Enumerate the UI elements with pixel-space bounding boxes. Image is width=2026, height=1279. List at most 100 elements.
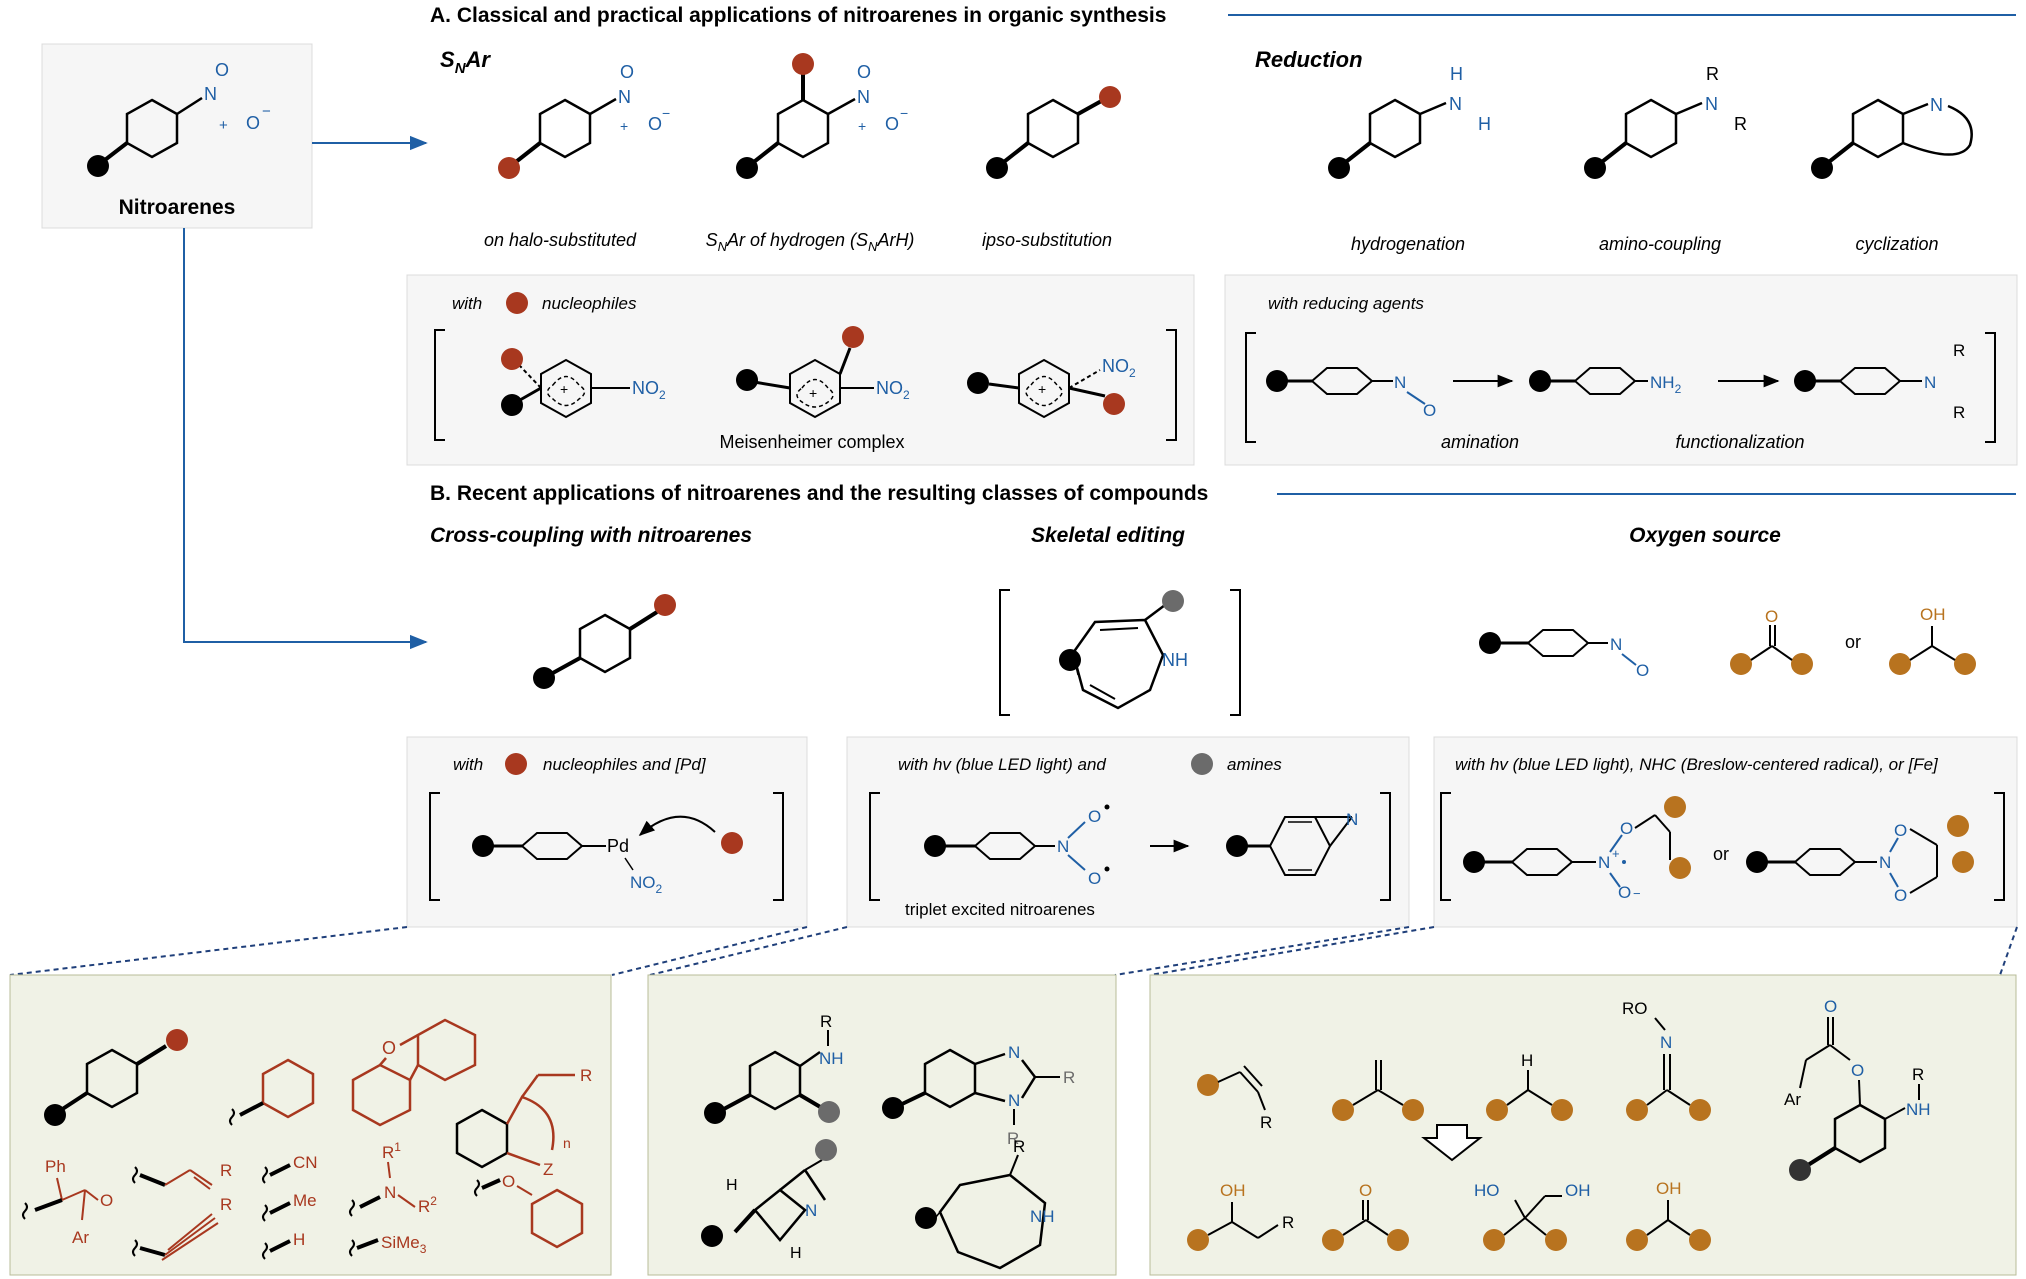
triplet-label: triplet excited nitroarenes — [905, 900, 1095, 919]
svg-text:N: N — [1057, 837, 1069, 856]
svg-text:with hv (blue LED light), NHC: with hv (blue LED light), NHC (Breslow-c… — [1455, 755, 1939, 774]
svg-text:Me: Me — [293, 1191, 317, 1210]
svg-text:+: + — [620, 118, 628, 134]
svg-text:NH: NH — [1030, 1207, 1055, 1226]
cross-coupling-box: with nucleophiles and [Pd] Pd NO2 — [406, 736, 808, 928]
svg-text:N: N — [1879, 853, 1891, 872]
svg-text:O: O — [502, 1172, 515, 1191]
oxygen-ketone: O — [1730, 607, 1813, 675]
svg-text:with: with — [453, 755, 483, 774]
snar-hydrogen-structure: N O O + − — [736, 53, 908, 179]
oxygen-nitroso: N O — [1479, 629, 1649, 680]
svg-text:+: + — [809, 385, 817, 401]
svg-text:H: H — [293, 1230, 305, 1249]
snar-heading: SNAr — [440, 47, 491, 77]
reduction-cyclization-structure: N — [1811, 95, 1973, 179]
caption-ipso: ipso-substitution — [982, 230, 1112, 250]
svg-text:O: O — [100, 1191, 113, 1210]
snar-box: with nucleophiles + NO2 + NO2 + NO2 — [406, 274, 1195, 466]
svg-text:N: N — [857, 87, 870, 107]
svg-text:OH: OH — [1656, 1179, 1682, 1198]
svg-text:R: R — [1953, 341, 1965, 360]
svg-text:Pd: Pd — [607, 836, 629, 856]
svg-text:O: O — [620, 62, 634, 82]
svg-text:functionalization: functionalization — [1675, 432, 1804, 452]
svg-text:OH: OH — [1565, 1181, 1591, 1200]
svg-text:−: − — [1633, 886, 1641, 901]
svg-text:CN: CN — [293, 1153, 318, 1172]
skeletal-box: with hv (blue LED light) and amines N O … — [846, 736, 1410, 928]
svg-text:R: R — [1912, 1065, 1924, 1084]
svg-text:NH: NH — [1162, 650, 1188, 670]
svg-text:O: O — [382, 1038, 396, 1058]
svg-text:N: N — [1394, 373, 1406, 392]
svg-text:R: R — [1953, 403, 1965, 422]
svg-text:O: O — [885, 114, 899, 134]
svg-text:H: H — [790, 1245, 802, 1262]
azepine-structure: NH — [999, 589, 1241, 716]
svg-text:H: H — [1450, 64, 1463, 84]
svg-text:R: R — [1013, 1137, 1025, 1156]
svg-text:nucleophiles and [Pd]: nucleophiles and [Pd] — [543, 755, 707, 774]
svg-text:O: O — [1894, 821, 1907, 840]
svg-text:with reducing agents: with reducing agents — [1268, 294, 1424, 313]
caption-halo: on halo-substituted — [484, 230, 637, 250]
svg-text:+: + — [1038, 381, 1046, 397]
svg-text:OH: OH — [1220, 1181, 1246, 1200]
svg-text:RO: RO — [1622, 999, 1648, 1018]
svg-text:O: O — [1851, 1061, 1864, 1080]
svg-text:R: R — [1734, 114, 1747, 134]
svg-text:R: R — [1706, 64, 1719, 84]
section-a-title: A. Classical and practical applications … — [430, 4, 1166, 27]
svg-text:+: + — [858, 118, 866, 134]
svg-text:R1: R1 — [382, 1140, 401, 1162]
svg-text:R: R — [1063, 1068, 1075, 1087]
oxygen-box: with hv (blue LED light), NHC (Breslow-c… — [1433, 736, 2018, 928]
svg-text:NH: NH — [819, 1049, 844, 1068]
snar-halo-structure: N O O + − — [498, 62, 670, 179]
svg-text:O: O — [1636, 661, 1649, 680]
svg-text:R: R — [1260, 1113, 1272, 1132]
svg-text:O: O — [1088, 869, 1101, 888]
svg-text:N: N — [1610, 635, 1622, 654]
oxygen-products-panel: R H RO N OH R — [1149, 974, 2017, 1276]
caption-hydrogenation: hydrogenation — [1351, 234, 1465, 254]
svg-text:N: N — [384, 1183, 396, 1202]
svg-text:H: H — [1521, 1051, 1533, 1070]
svg-text:N: N — [1924, 373, 1936, 392]
svg-text:N: N — [805, 1201, 817, 1220]
skeletal-heading: Skeletal editing — [1031, 524, 1185, 547]
svg-text:NO2: NO2 — [1102, 356, 1136, 380]
svg-text:O: O — [1088, 807, 1101, 826]
nitroarenes-label: Nitroarenes — [119, 196, 236, 219]
svg-text:H: H — [1478, 114, 1491, 134]
svg-text:O: O — [648, 114, 662, 134]
svg-text:N: N — [1346, 810, 1358, 829]
svg-text:O: O — [246, 113, 260, 133]
svg-text:N: N — [1449, 94, 1462, 114]
svg-text:N: N — [1008, 1043, 1020, 1062]
reduction-amino-structure: N R R — [1584, 64, 1747, 179]
svg-text:Ar: Ar — [72, 1228, 89, 1247]
svg-text:+: + — [1612, 846, 1620, 861]
caption-amino: amino-coupling — [1599, 234, 1721, 254]
arrow-to-section-b — [183, 228, 428, 650]
svg-text:amines: amines — [1227, 755, 1282, 774]
svg-text:O: O — [1894, 886, 1907, 905]
svg-text:R: R — [1007, 1129, 1019, 1148]
svg-text:O: O — [1423, 401, 1436, 420]
oxygen-or: or — [1845, 632, 1861, 652]
nitroarene-box: N O O + − Nitroarenes — [41, 43, 313, 229]
oxygen-heading: Oxygen source — [1629, 524, 1781, 547]
svg-text:or: or — [1713, 844, 1729, 864]
connector-lines — [9, 926, 2018, 976]
svg-text:R: R — [820, 1012, 832, 1031]
svg-text:N: N — [1008, 1091, 1020, 1110]
svg-text:n: n — [563, 1135, 571, 1151]
svg-text:+: + — [560, 381, 568, 397]
oxygen-alcohol: OH — [1889, 605, 1976, 675]
svg-text:O: O — [1620, 819, 1633, 838]
cross-coupling-heading: Cross-coupling with nitroarenes — [430, 524, 752, 547]
svg-text:N: N — [1930, 95, 1943, 115]
reduction-heading: Reduction — [1255, 47, 1363, 72]
